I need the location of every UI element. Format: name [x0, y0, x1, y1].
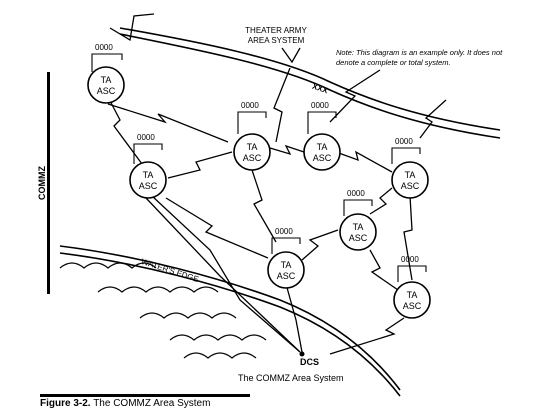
theater-boundary-line-1 — [119, 27, 501, 131]
node-code: 0000 — [95, 43, 113, 52]
svg-text:ASC: ASC — [313, 153, 332, 163]
ta-asc-node: TA ASC — [391, 161, 429, 199]
svg-text:ASC: ASC — [243, 153, 262, 163]
svg-text:TA: TA — [247, 142, 258, 152]
figure-number: Figure 3-2. — [40, 398, 91, 409]
ta-asc-node: TA ASC — [303, 133, 341, 171]
svg-text:TA: TA — [353, 222, 364, 232]
svg-text:ASC: ASC — [139, 181, 158, 191]
water-waves — [59, 262, 267, 359]
svg-text:TA: TA — [101, 75, 112, 85]
diagram-subtitle: The COMMZ Area System — [238, 373, 344, 383]
node-code: 0000 — [137, 133, 155, 142]
node-code: 0000 — [395, 137, 413, 146]
commz-extent-bar — [47, 72, 50, 294]
ta-asc-node: TA ASC — [129, 161, 167, 199]
node-code: 0000 — [311, 101, 329, 110]
figure-caption: Figure 3-2. The COMMZ Area System — [40, 398, 210, 409]
svg-text:TA: TA — [405, 170, 416, 180]
node-code: 0000 — [347, 189, 365, 198]
svg-text:ASC: ASC — [349, 233, 368, 243]
dcs-point — [299, 351, 305, 357]
commz-label: COMMZ — [37, 166, 47, 200]
ta-asc-node: TA ASC — [393, 281, 431, 319]
svg-text:TA: TA — [317, 142, 328, 152]
waters-edge-line-2 — [59, 252, 401, 397]
ta-asc-node: TA ASC — [87, 66, 125, 104]
ta-asc-node: TA ASC — [267, 251, 305, 289]
diagram-note: Note: This diagram is an example only. I… — [336, 48, 503, 67]
dcs-label: DCS — [300, 357, 320, 367]
ta-asc-node: TA ASC — [233, 133, 271, 171]
node-code: 0000 — [275, 227, 293, 236]
svg-text:ASC: ASC — [401, 181, 420, 191]
svg-text:ASC: ASC — [277, 271, 296, 281]
node-code: 0000 — [241, 101, 259, 110]
caption-rule — [40, 394, 250, 397]
figure-title: The COMMZ Area System — [93, 398, 211, 409]
theater-army-area-system-label: THEATER ARMY AREA SYSTEM — [226, 26, 326, 46]
node-brackets — [91, 53, 427, 282]
svg-text:TA: TA — [281, 260, 292, 270]
svg-text:TA: TA — [407, 290, 418, 300]
waters-edge-line-1 — [59, 245, 401, 391]
node-code: 0000 — [401, 255, 419, 264]
theater-label-line: THEATER ARMY — [245, 26, 307, 35]
ta-asc-node: TA ASC — [339, 213, 377, 251]
theater-boundary-line-2 — [119, 33, 501, 139]
svg-text:ASC: ASC — [97, 86, 116, 96]
communication-links — [107, 13, 447, 355]
svg-text:TA: TA — [143, 170, 154, 180]
theater-label-line: AREA SYSTEM — [247, 36, 305, 45]
theater-label-pointer — [281, 47, 301, 64]
svg-text:ASC: ASC — [403, 301, 422, 311]
